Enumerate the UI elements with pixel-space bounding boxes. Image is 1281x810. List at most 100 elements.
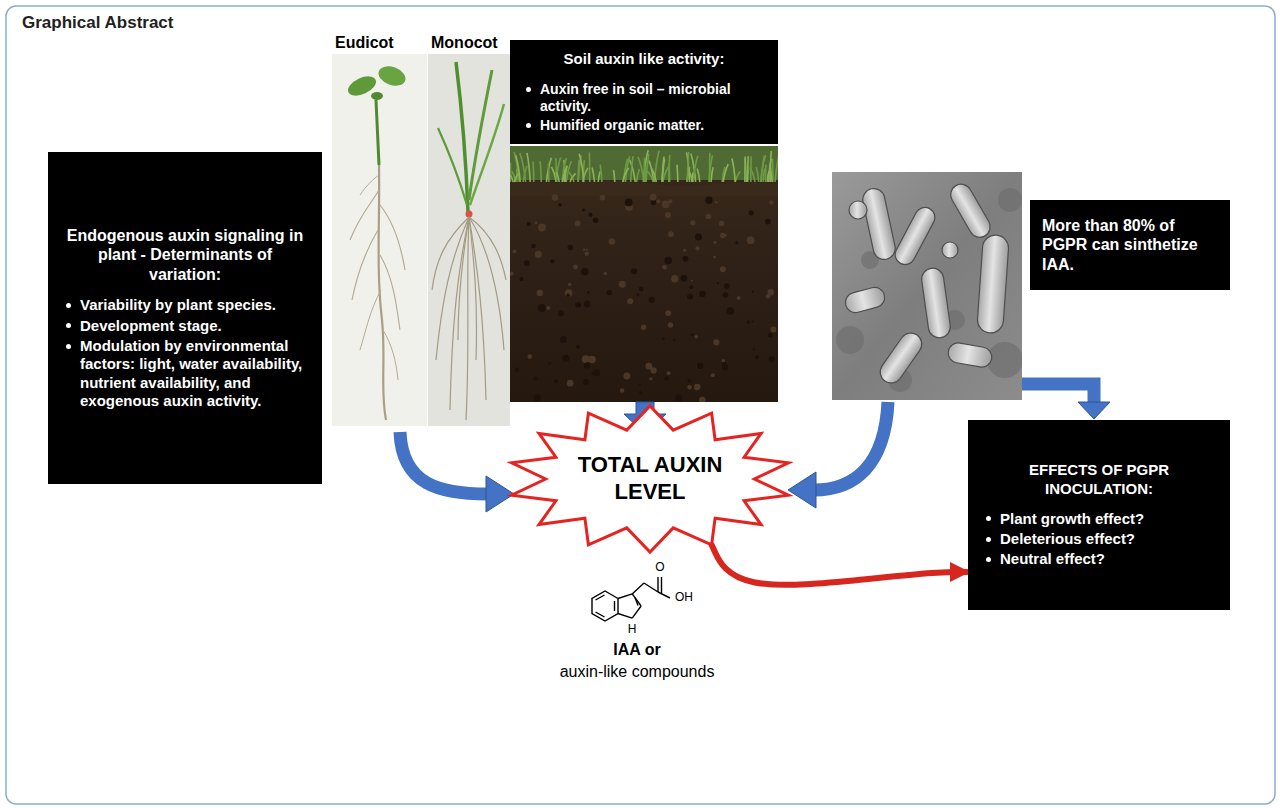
soil-speck [533,376,537,380]
soil-speck [524,260,530,266]
iaa-structure [618,614,632,619]
soil-speck [766,294,770,298]
bacteria-sem-photo [832,172,1022,400]
soil-speck [641,324,646,329]
soil-speck [695,246,699,250]
grass-blade [709,155,712,182]
soil-photo [510,146,778,402]
soil-speck [689,285,693,289]
bullet-text: Modulation by environmental factors: lig… [62,337,308,410]
soil-speck [673,339,675,341]
grass-blade [750,167,755,182]
grass-blade [527,153,530,182]
soil-speck [535,222,538,225]
grass-blade [562,170,565,182]
soil-speck [538,304,546,312]
grass-blade [548,164,550,182]
monocot-plant-photo [470,104,504,205]
soil-speck [534,395,541,402]
grass-blade [562,158,566,182]
bullet-text: Plant growth effect? [982,510,1216,528]
grass-blade [687,152,690,182]
soil-speck [675,395,682,402]
iaa-structure [658,592,670,598]
soil-speck [588,356,595,363]
soil-speck [637,293,640,296]
eudicot-plant-photo [332,54,427,426]
flow-arrow [1022,384,1094,404]
bullet-text: Humified organic matter. [522,117,766,134]
soil-speck [576,345,580,349]
grass-blade [775,151,778,182]
soil-speck [650,194,657,201]
soil-speck [668,322,673,327]
soil-speck [531,244,536,249]
soil-speck [737,296,741,300]
compound-label: auxin-like compounds [560,663,715,681]
soil-speck [645,363,652,370]
soil-speck [620,388,625,393]
soil-speck [639,384,641,386]
soil-speck [558,310,564,316]
soil-speck [713,255,716,258]
plant-label: Monocot [431,34,498,52]
grass-blade [523,166,527,182]
bacteria-sem-photo [832,172,1022,400]
monocot-plant-photo [469,217,504,350]
bacteria-sem-photo [836,188,1022,392]
soil-speck [720,266,726,272]
grass-blade [540,161,541,182]
compound-label: IAA or [613,641,660,659]
soil-speck [694,384,701,391]
box-heading: EFFECTS OF PGPR INOCULATION: [982,461,1216,498]
soil-speck [600,195,606,201]
bacteria-sem-photo [947,180,994,241]
soil-speck [568,283,571,286]
soil-speck [582,209,585,212]
soil-speck [574,220,580,226]
grass-blade [532,161,534,182]
eudicot-plant-photo [383,330,398,380]
grass-blade [723,164,728,182]
grass-blade [598,171,600,182]
soil-speck [546,306,550,310]
soil-speck [735,241,738,244]
plant-label: Eudicot [335,34,394,52]
grass-blade [546,158,551,182]
iaa-structure [592,591,618,621]
soil-speck [724,294,728,298]
soil-speck [752,321,754,323]
soil-speck [583,379,589,385]
bacteria-sem-photo [843,285,887,315]
soil-speck [747,236,755,244]
grass-blade [623,168,629,182]
soil-speck [550,259,554,263]
soil-speck [720,233,725,238]
soil-speck [690,220,695,225]
soil-speck [753,348,755,350]
soil-speck [722,365,728,371]
iaa-structure [632,606,641,618]
grass-blade [765,164,767,182]
soil-speck [587,291,590,294]
grass-blade [631,156,633,182]
monocot-plant-photo [428,54,510,426]
soil-speck [722,359,725,362]
soil-speck [769,200,773,204]
grass-blade [520,153,526,182]
soil-speck [705,197,712,204]
iaa-structure [635,598,638,606]
soil-speck [583,249,586,252]
grass-blade [600,165,602,182]
soil-speck [699,291,705,297]
grass-blade [645,167,646,182]
soil-speck [770,327,776,333]
eudicot-plant-photo [376,100,379,165]
bacteria-sem-photo [843,180,1009,387]
soil-speck [656,199,660,203]
soil-speck [696,363,703,370]
monocot-plant-photo [469,217,486,400]
soil-speck [765,219,771,225]
soil-speck [671,275,678,282]
soil-speck [565,289,573,297]
